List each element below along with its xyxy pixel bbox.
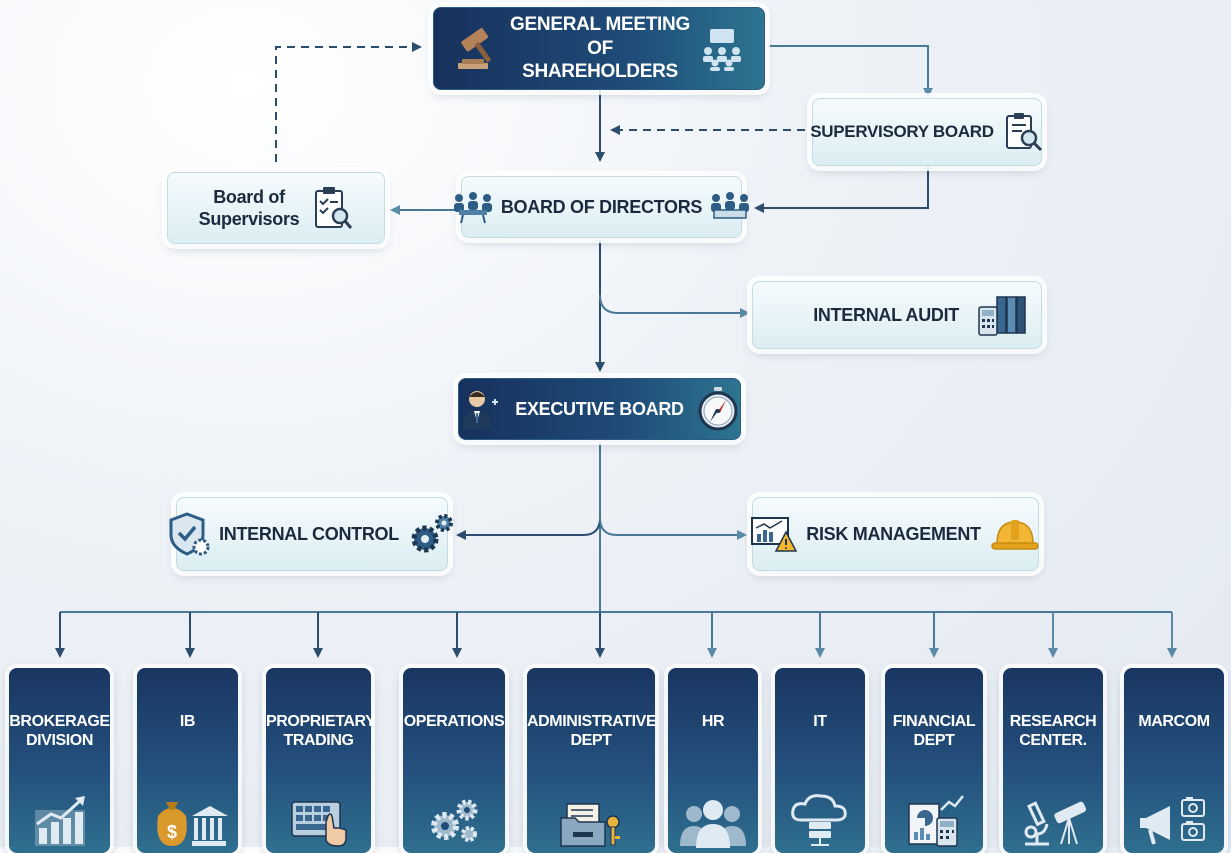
businessman-icon bbox=[459, 387, 503, 431]
dept-label: ADMINISTRATIVE DEPT bbox=[527, 713, 657, 750]
dept-label: RESEARCH CENTER. bbox=[1009, 713, 1097, 750]
calculator-binders-icon bbox=[977, 293, 1027, 337]
node-internal-audit: INTERNAL AUDIT bbox=[752, 281, 1042, 349]
node-risk-management: RISK MANAGEMENT bbox=[750, 497, 1041, 571]
report-calculator-icon bbox=[901, 788, 967, 853]
dept-label: BROKERAGE DIVISION bbox=[9, 713, 110, 750]
clipboard-checklist-icon bbox=[313, 185, 353, 231]
node-label: RISK MANAGEMENT bbox=[806, 523, 981, 544]
node-label: Board of Supervisors bbox=[198, 186, 300, 230]
gears-icon bbox=[407, 511, 457, 557]
node-internal-control: INTERNAL CONTROL bbox=[169, 497, 453, 571]
dept-financial: FINANCIAL DEPT bbox=[885, 668, 983, 853]
node-label: SUPERVISORY BOARD bbox=[810, 122, 994, 142]
node-label: INTERNAL AUDIT bbox=[813, 304, 959, 325]
node-board-of-supervisors: Board of Supervisors bbox=[167, 172, 385, 244]
meeting-table-icon bbox=[451, 190, 495, 224]
growth-chart-icon bbox=[27, 788, 93, 853]
cloud-server-icon bbox=[787, 788, 853, 853]
dept-ib: IB $ bbox=[137, 668, 238, 853]
dept-label: FINANCIAL DEPT bbox=[892, 713, 976, 750]
dept-label: IB bbox=[179, 713, 196, 730]
dept-proprietary-trading: PROPRIETARY TRADING bbox=[266, 668, 376, 853]
meeting-table-icon bbox=[708, 190, 752, 224]
moneybag-bank-icon: $ bbox=[148, 788, 228, 853]
dept-administrative: ADMINISTRATIVE DEPT bbox=[527, 668, 657, 853]
node-label: BOARD OF DIRECTORS bbox=[500, 196, 703, 217]
node-supervisory-board: SUPERVISORY BOARD bbox=[810, 98, 1044, 166]
dept-label: PROPRIETARY TRADING bbox=[266, 713, 376, 750]
node-executive-board: EXECUTIVE BOARD bbox=[458, 378, 741, 440]
node-label: EXECUTIVE BOARD bbox=[515, 398, 684, 419]
dept-brokerage-division: BROKERAGE DIVISION bbox=[9, 668, 110, 853]
dept-operations: OPERATIONS bbox=[403, 668, 505, 853]
chart-warning-icon bbox=[750, 514, 798, 554]
node-board-of-directors: BOARD OF DIRECTORS bbox=[453, 176, 750, 238]
shield-check-gear-icon bbox=[167, 511, 211, 557]
node-label: INTERNAL CONTROL bbox=[219, 523, 399, 544]
people-icon bbox=[678, 788, 748, 853]
dept-it: IT bbox=[775, 668, 865, 853]
node-label: GENERAL MEETING OF SHAREHOLDERS bbox=[510, 13, 690, 83]
dept-research-center: RESEARCH CENTER. bbox=[1003, 668, 1103, 853]
audience-icon bbox=[698, 27, 746, 71]
keyboard-hand-icon bbox=[286, 788, 352, 853]
dept-hr: HR bbox=[668, 668, 758, 853]
dept-label: OPERATIONS bbox=[403, 713, 505, 730]
clipboard-magnifier-icon bbox=[1004, 111, 1044, 153]
gavel-icon bbox=[452, 27, 502, 71]
dept-label: MARCOM bbox=[1138, 713, 1210, 730]
gears-icon bbox=[421, 788, 487, 853]
megaphone-camera-icon bbox=[1136, 788, 1212, 853]
svg-text:$: $ bbox=[166, 822, 176, 842]
dept-marcom: MARCOM bbox=[1124, 668, 1224, 853]
folder-key-icon bbox=[553, 788, 629, 853]
node-general-meeting-of-shareholders: GENERAL MEETING OF SHAREHOLDERS bbox=[433, 7, 765, 90]
dept-label: IT bbox=[813, 713, 827, 730]
compass-stopwatch-icon bbox=[696, 386, 740, 432]
microscope-telescope-icon bbox=[1015, 788, 1091, 853]
hard-hat-icon bbox=[989, 514, 1041, 554]
dept-label: HR bbox=[701, 713, 725, 730]
